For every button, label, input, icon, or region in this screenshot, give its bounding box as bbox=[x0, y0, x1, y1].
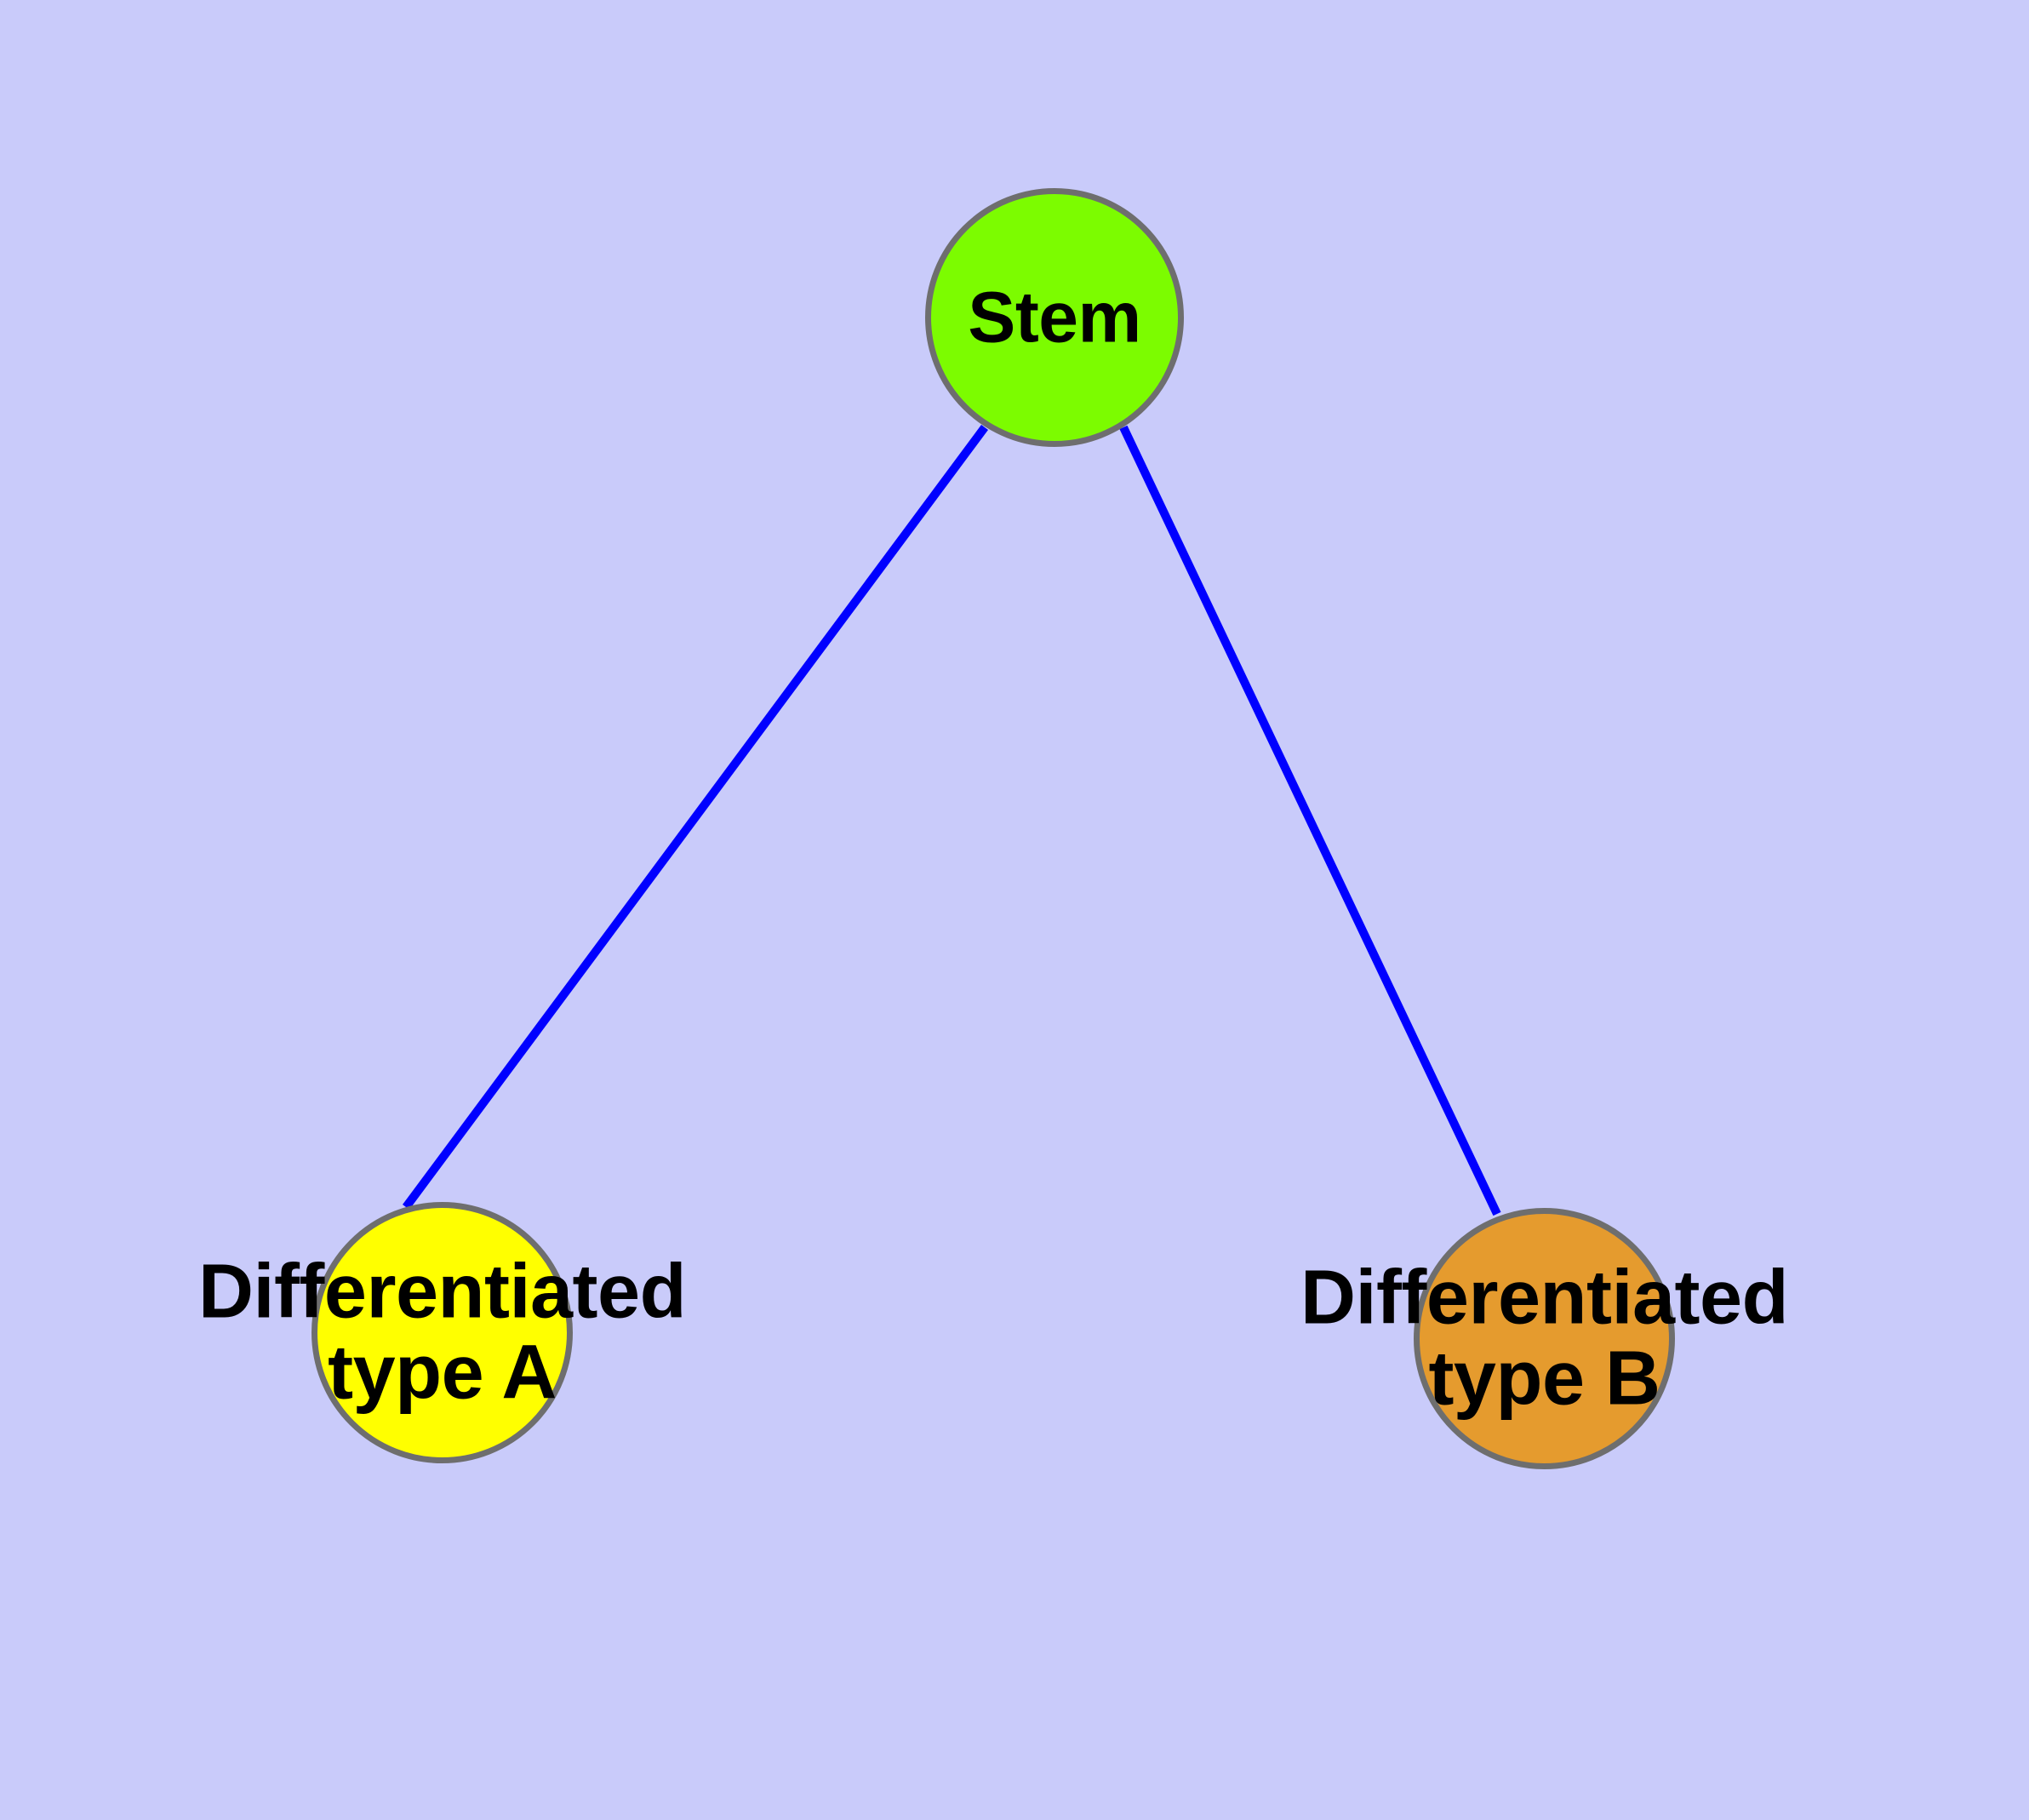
node-stem-label: Stem bbox=[968, 277, 1141, 358]
node-stem[interactable]: Stem bbox=[925, 188, 1184, 447]
node-differentiated-type-a[interactable]: Differentiated type A bbox=[198, 1202, 687, 1463]
edge-stem-to-diff-a bbox=[402, 425, 989, 1210]
node-differentiated-type-b[interactable]: Differentiated type B bbox=[1300, 1208, 1789, 1469]
edge-stem-to-diff-b bbox=[1119, 425, 1501, 1216]
